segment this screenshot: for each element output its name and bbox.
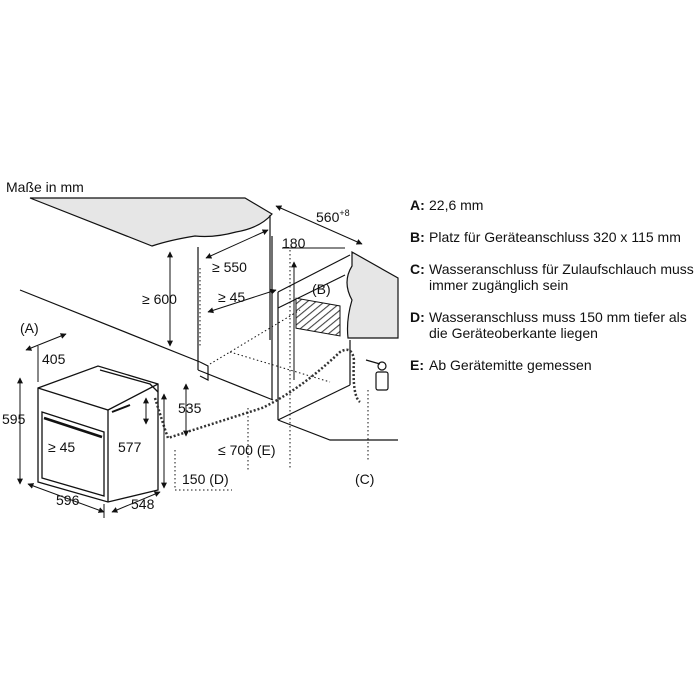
dim-oven-depth: 548 (131, 496, 155, 512)
legend-item-c: C: Wasseranschluss für Zulaufschlauch mu… (410, 261, 694, 293)
label-a: (A) (20, 320, 39, 336)
dim-oven-body-height: 577 (118, 439, 142, 455)
legend: A: 22,6 mm B: Platz für Geräteanschluss … (410, 197, 695, 389)
legend-item-a: A: 22,6 mm (410, 197, 484, 213)
dim-niche-height: ≥ 600 (142, 291, 177, 307)
reference-lines (174, 250, 369, 491)
dim-front-gap: ≥ 45 (48, 439, 75, 455)
worktop-right (346, 250, 399, 339)
connection-space-box (295, 297, 341, 337)
dim-max-depth: ≤ 700 (E) (218, 442, 276, 458)
label-c: (C) (355, 471, 374, 487)
legend-item-b: B: Platz für Geräteanschluss 320 x 115 m… (410, 229, 681, 245)
label-b: (B) (312, 281, 331, 297)
legend-item-e: E: Ab Gerätemitte gemessen (410, 357, 592, 373)
dim-panel-gap: ≥ 45 (218, 289, 245, 305)
legend-item-d: D: Wasseranschluss muss 150 mm tiefer al… (410, 309, 687, 341)
units-title: Maße in mm (6, 179, 84, 195)
dim-water-offset: 150 (D) (182, 471, 229, 487)
dim-oven-height: 595 (2, 411, 26, 427)
dimension-lines (17, 205, 363, 518)
dim-top-depth: 560+8 (316, 208, 350, 225)
worktop-left (29, 197, 273, 247)
oven (37, 365, 159, 503)
dim-gap-180: 180 (282, 235, 306, 251)
dim-oven-panel-depth: 405 (42, 351, 66, 367)
water-tap-icon (365, 359, 389, 391)
dim-oven-width: 596 (56, 492, 80, 508)
dim-body-depth: 535 (178, 400, 202, 416)
dim-niche-depth: ≥ 550 (212, 259, 247, 275)
